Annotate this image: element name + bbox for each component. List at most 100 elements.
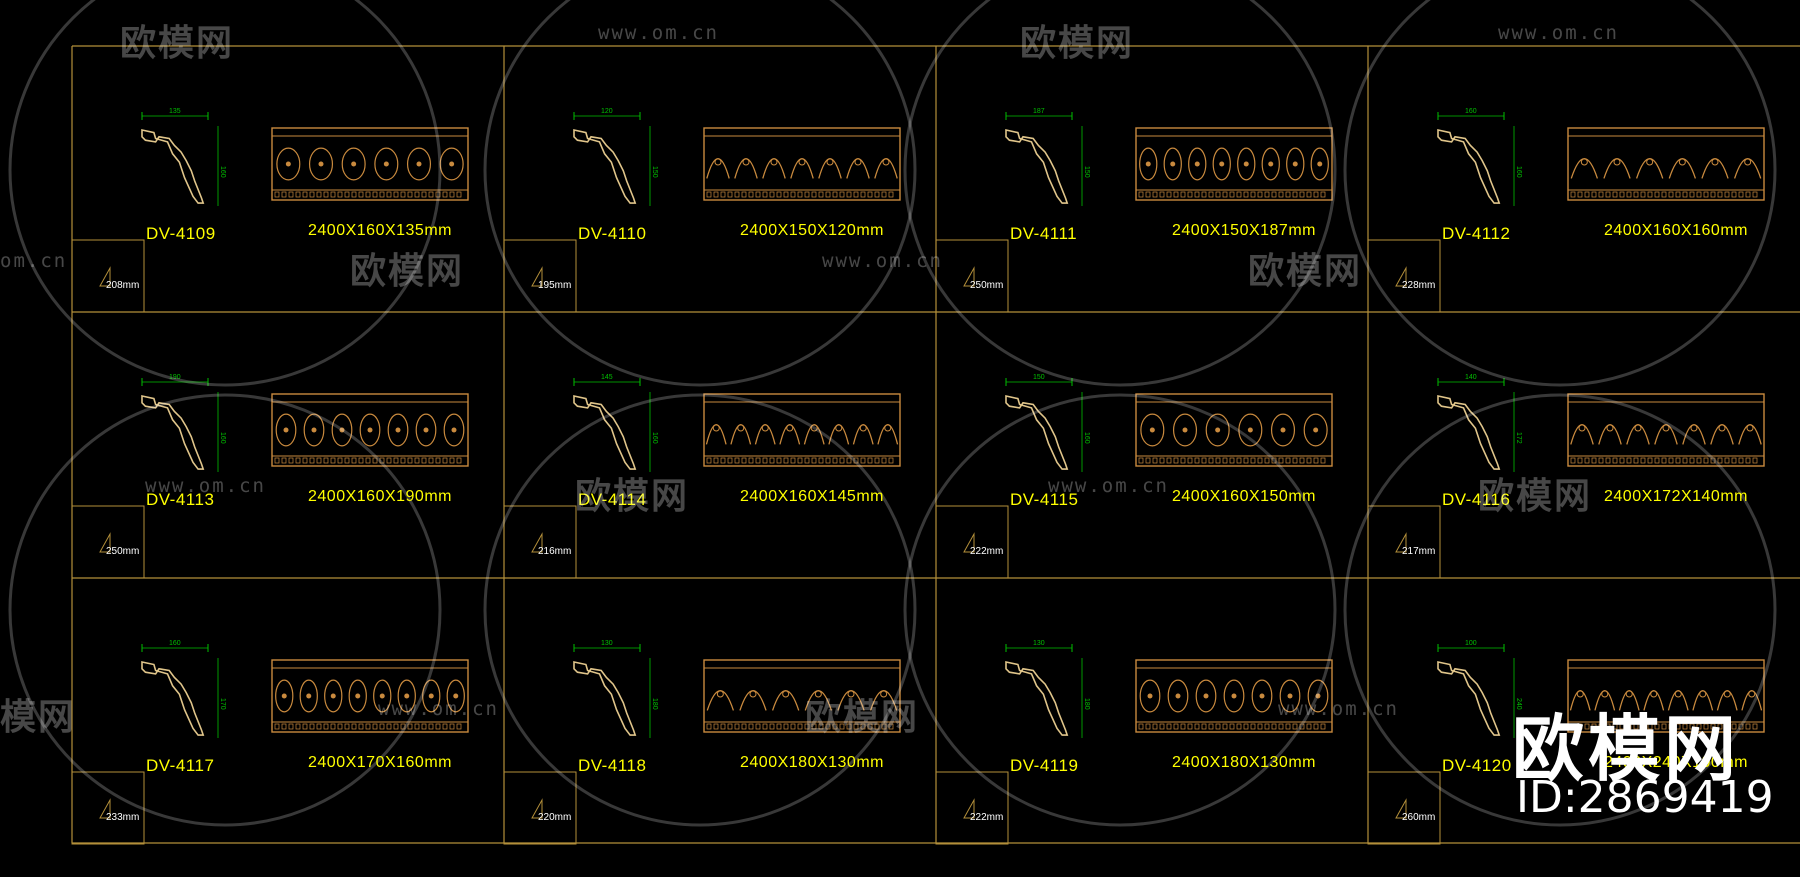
ornament-panels: [271, 127, 1765, 733]
dentil: [414, 723, 420, 730]
profile-outline: [573, 661, 637, 736]
profile-outline: [141, 661, 205, 736]
dentil: [1752, 457, 1758, 464]
motif-bead: [1268, 161, 1274, 167]
dentil: [1250, 457, 1256, 464]
panel-border: [1135, 393, 1333, 467]
dentil: [1619, 191, 1625, 198]
dentil: [407, 457, 413, 464]
dentil: [755, 723, 761, 730]
dimension-width-text: 130: [601, 640, 613, 647]
ornament-panel: [271, 659, 469, 733]
motif-leaf: [1303, 413, 1328, 447]
dentil: [316, 191, 322, 198]
dentil: [1229, 457, 1235, 464]
motif-swag: [874, 157, 898, 179]
motif-leaf: [1140, 413, 1165, 447]
dentil: [706, 191, 712, 198]
dimension-width-text: 160: [1465, 108, 1477, 115]
motif-swag: [1570, 423, 1594, 445]
dentil: [435, 723, 441, 730]
motif-rosette: [835, 424, 843, 432]
motif-leaf: [341, 147, 366, 181]
dentil: [1180, 457, 1186, 464]
motif-leaf: [439, 147, 464, 181]
dentil: [449, 723, 455, 730]
angle-triangle: [531, 532, 543, 553]
dimension-width-text: 140: [1465, 374, 1477, 381]
dentil: [358, 723, 364, 730]
dentil: [1696, 191, 1702, 198]
dentil: [358, 457, 364, 464]
dentil: [1654, 191, 1660, 198]
dentil: [1222, 723, 1228, 730]
motif-rosette: [847, 690, 855, 698]
motif-leaf: [348, 679, 367, 713]
motif-leaf: [1205, 413, 1230, 447]
dentil: [1215, 457, 1221, 464]
motif-rosette: [786, 424, 794, 432]
dentil: [825, 457, 831, 464]
size-label: 2400X160X145mm: [740, 488, 884, 505]
motif-leaf: [299, 679, 318, 713]
dentil: [860, 191, 866, 198]
dentil: [1236, 723, 1242, 730]
dentil: [1612, 723, 1618, 730]
dentil: [1682, 191, 1688, 198]
dentil: [1229, 723, 1235, 730]
dentil: [1661, 723, 1667, 730]
dentil: [797, 723, 803, 730]
angle-box: [935, 239, 1009, 313]
dimension-height-text: 150: [651, 166, 658, 178]
dentil: [1570, 723, 1576, 730]
dentil: [1633, 457, 1639, 464]
motif-rosette: [1748, 690, 1756, 698]
dentil: [1668, 457, 1674, 464]
dentil: [1187, 457, 1193, 464]
dimension-width-text: 150: [1033, 374, 1045, 381]
size-label: 2400X160X135mm: [308, 222, 452, 239]
motif-rosette: [1625, 690, 1633, 698]
motif-rosette: [1576, 690, 1584, 698]
dentil: [853, 457, 859, 464]
dentil: [456, 191, 462, 198]
dimension-height-text: 160: [1083, 432, 1090, 444]
dimension-width-text: 130: [1033, 640, 1045, 647]
dentil: [1640, 191, 1646, 198]
motif-bead: [1194, 161, 1200, 167]
motif-rosette: [1718, 424, 1726, 432]
dentil: [1292, 191, 1298, 198]
dentil: [1278, 191, 1284, 198]
dentil: [706, 457, 712, 464]
dentil: [1313, 723, 1319, 730]
ornament-panel: [1135, 659, 1333, 733]
dentil: [323, 191, 329, 198]
watermark-brand: 欧模网: [575, 476, 690, 517]
dentil: [1180, 191, 1186, 198]
dimension-height-text: 160: [219, 432, 226, 444]
dentil: [713, 191, 719, 198]
dentil: [734, 723, 740, 730]
dentil: [1145, 723, 1151, 730]
dentil: [1598, 191, 1604, 198]
dentil: [818, 457, 824, 464]
motif-bead: [1175, 693, 1181, 699]
dentil: [1584, 723, 1590, 730]
dentil: [1257, 457, 1263, 464]
dentil: [337, 457, 343, 464]
motif-bead: [306, 693, 312, 699]
dentil: [400, 191, 406, 198]
dentil: [372, 723, 378, 730]
dentil: [1208, 457, 1214, 464]
dentil: [379, 457, 385, 464]
dentil: [274, 457, 280, 464]
size-label: 2400X160X160mm: [1604, 222, 1748, 239]
profile-outline: [1005, 129, 1069, 204]
dentil: [1201, 457, 1207, 464]
dentil: [1243, 457, 1249, 464]
dentil: [1306, 191, 1312, 198]
dentil: [1689, 457, 1695, 464]
dentil: [1145, 191, 1151, 198]
dentil: [1647, 723, 1653, 730]
dentil: [1292, 457, 1298, 464]
